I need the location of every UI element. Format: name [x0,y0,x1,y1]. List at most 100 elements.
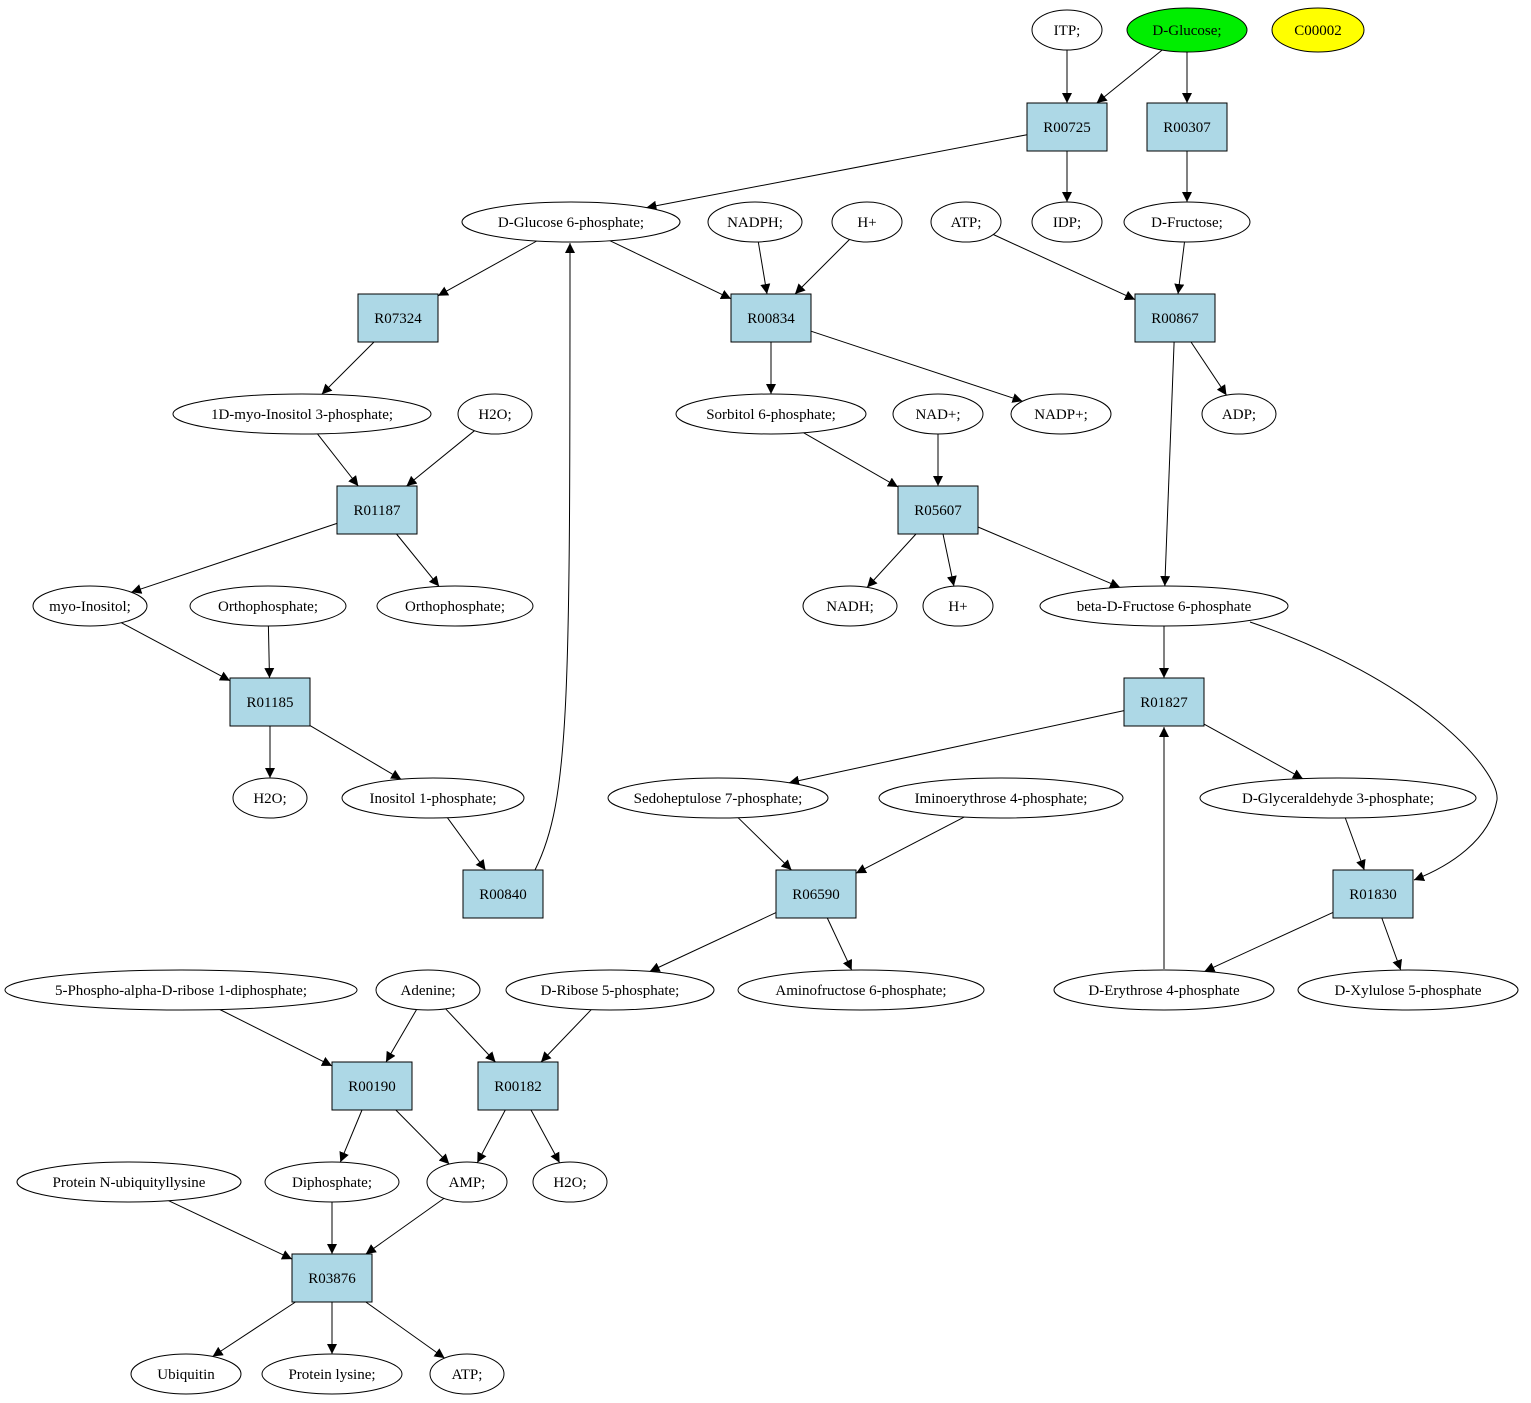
edge-myoinositol-to-R01185 [121,622,231,682]
compound-node-ortho1[interactable]: Orthophosphate; [189,585,347,627]
compound-node-af6p[interactable]: Aminofructose 6-phosphate; [737,969,985,1011]
reaction-node-R00307[interactable]: R00307 [1146,102,1228,152]
reaction-node-R01827[interactable]: R01827 [1123,677,1205,727]
compound-ellipse [16,1161,242,1203]
compound-ellipse [922,585,994,627]
edge-bf6p-to-R01830 [1249,621,1498,882]
edge-R05607-to-nadh [866,533,917,588]
edge-prpp-to-R00190 [219,1009,333,1067]
reaction-box [1134,293,1216,343]
reaction-box [229,677,311,727]
compound-node-dglucose[interactable]: D-Glucose; [1126,7,1248,53]
compound-node-nadpplus[interactable]: NADP+; [1010,393,1112,435]
compound-node-idp[interactable]: IDP; [1031,201,1103,243]
edge-R05607-to-hplus2 [942,533,957,587]
edge-ie4p-to-R06590 [855,816,965,874]
node-label: Iminoerythrose 4-phosphate; [915,791,1088,807]
edge-ga3p-to-R01830 [1344,817,1366,871]
compound-ellipse [1123,201,1251,243]
compound-node-atp1[interactable]: ATP; [930,201,1002,243]
node-label: R00725 [1043,120,1091,136]
node-label: R01827 [1140,695,1188,711]
compound-node-ga3p[interactable]: D-Glyceraldehyde 3-phosphate; [1199,777,1477,819]
compound-ellipse [737,969,985,1011]
compound-node-mi3p[interactable]: 1D-myo-Inositol 3-phosphate; [172,393,432,435]
reaction-box [1332,869,1414,919]
edge-adenine-to-R00190 [385,1009,418,1063]
reaction-node-R01185[interactable]: R01185 [229,677,311,727]
compound-node-diphosphate[interactable]: Diphosphate; [264,1161,400,1203]
reaction-node-R00840[interactable]: R00840 [462,869,544,919]
edge-h2o1-to-R01187 [406,430,475,487]
compound-node-adp[interactable]: ADP; [1201,393,1277,435]
compound-node-hplus2[interactable]: H+ [922,585,994,627]
node-label: Ubiquitin [157,1367,215,1383]
node-label: D-Glucose 6-phosphate; [498,215,644,231]
compound-node-s6p[interactable]: Sorbitol 6-phosphate; [675,393,867,435]
node-label: H2O; [553,1175,586,1191]
compound-node-r5p[interactable]: D-Ribose 5-phosphate; [505,969,715,1011]
compound-node-dfructose[interactable]: D-Fructose; [1123,201,1251,243]
compound-node-hplus1[interactable]: H+ [831,201,903,243]
edge-R00182-to-amp [476,1109,506,1163]
compound-node-pnul[interactable]: Protein N-ubiquityllysine [16,1161,242,1203]
compound-ellipse [172,393,432,435]
reaction-node-R03876[interactable]: R03876 [291,1253,373,1303]
compound-node-myoinositol[interactable]: myo-Inositol; [32,585,148,627]
edge-R03876-to-ubiquitin [212,1301,296,1357]
compound-node-ubiquitin[interactable]: Ubiquitin [130,1353,242,1395]
reaction-node-R01187[interactable]: R01187 [336,485,418,535]
edge-R01827-to-ga3p [1203,723,1304,780]
reaction-box [897,485,979,535]
edge-R00834-to-nadpplus [810,330,1023,403]
compound-node-amp[interactable]: AMP; [426,1161,508,1203]
compound-node-i1p[interactable]: Inositol 1-phosphate; [341,777,525,819]
compound-node-ortho2[interactable]: Orthophosphate; [376,585,534,627]
reaction-box [1026,102,1108,152]
edge-R06590-to-r5p [649,912,777,972]
compound-ellipse [375,969,481,1011]
compound-node-itp[interactable]: ITP; [1031,9,1103,51]
compound-ellipse [831,201,903,243]
compound-ellipse [707,201,803,243]
reaction-node-R05607[interactable]: R05607 [897,485,979,535]
reaction-node-R00182[interactable]: R00182 [477,1061,559,1111]
compound-node-prpp[interactable]: 5-Phospho-alpha-D-ribose 1-diphosphate; [4,969,358,1011]
reaction-node-R07324[interactable]: R07324 [357,293,439,343]
edge-g6p-to-R07324 [437,240,538,297]
compound-ellipse [426,1161,508,1203]
reaction-node-R00190[interactable]: R00190 [331,1061,413,1111]
compound-ellipse [4,969,358,1011]
node-label: AMP; [449,1175,486,1191]
edge-R00840-to-g6p [534,242,575,871]
compound-node-g6p[interactable]: D-Glucose 6-phosphate; [461,201,681,243]
node-label: 5-Phospho-alpha-D-ribose 1-diphosphate; [55,983,307,999]
compound-node-e4p[interactable]: D-Erythrose 4-phosphate [1053,969,1275,1011]
compound-node-sh7p[interactable]: Sedoheptulose 7-phosphate; [607,777,829,819]
edge-layer [121,49,1498,1359]
edge-R00190-to-amp [395,1109,450,1165]
compound-ellipse [1201,393,1277,435]
compound-node-c00002[interactable]: C00002 [1271,7,1365,53]
compound-node-h2o1[interactable]: H2O; [457,393,533,435]
compound-node-adenine[interactable]: Adenine; [375,969,481,1011]
reaction-node-R01830[interactable]: R01830 [1332,869,1414,919]
reaction-node-R06590[interactable]: R06590 [775,869,857,919]
compound-node-nadph[interactable]: NADPH; [707,201,803,243]
compound-node-atp2[interactable]: ATP; [429,1353,505,1395]
compound-node-nadplus[interactable]: NAD+; [892,393,984,435]
reaction-node-R00834[interactable]: R00834 [730,293,812,343]
edge-adenine-to-R00182 [445,1008,496,1063]
reaction-node-R00867[interactable]: R00867 [1134,293,1216,343]
compound-node-h2o3[interactable]: H2O; [532,1161,608,1203]
compound-node-nadh[interactable]: NADH; [802,585,898,627]
compound-node-x5p[interactable]: D-Xylulose 5-phosphate [1297,969,1519,1011]
compound-node-ie4p[interactable]: Iminoerythrose 4-phosphate; [878,777,1124,819]
compound-node-plysine[interactable]: Protein lysine; [261,1353,403,1395]
compound-node-h2o2[interactable]: H2O; [232,777,308,819]
edge-R01187-to-ortho2 [396,533,440,587]
reaction-node-R00725[interactable]: R00725 [1026,102,1108,152]
compound-ellipse [189,585,347,627]
compound-node-bf6p[interactable]: beta-D-Fructose 6-phosphate [1039,585,1289,627]
